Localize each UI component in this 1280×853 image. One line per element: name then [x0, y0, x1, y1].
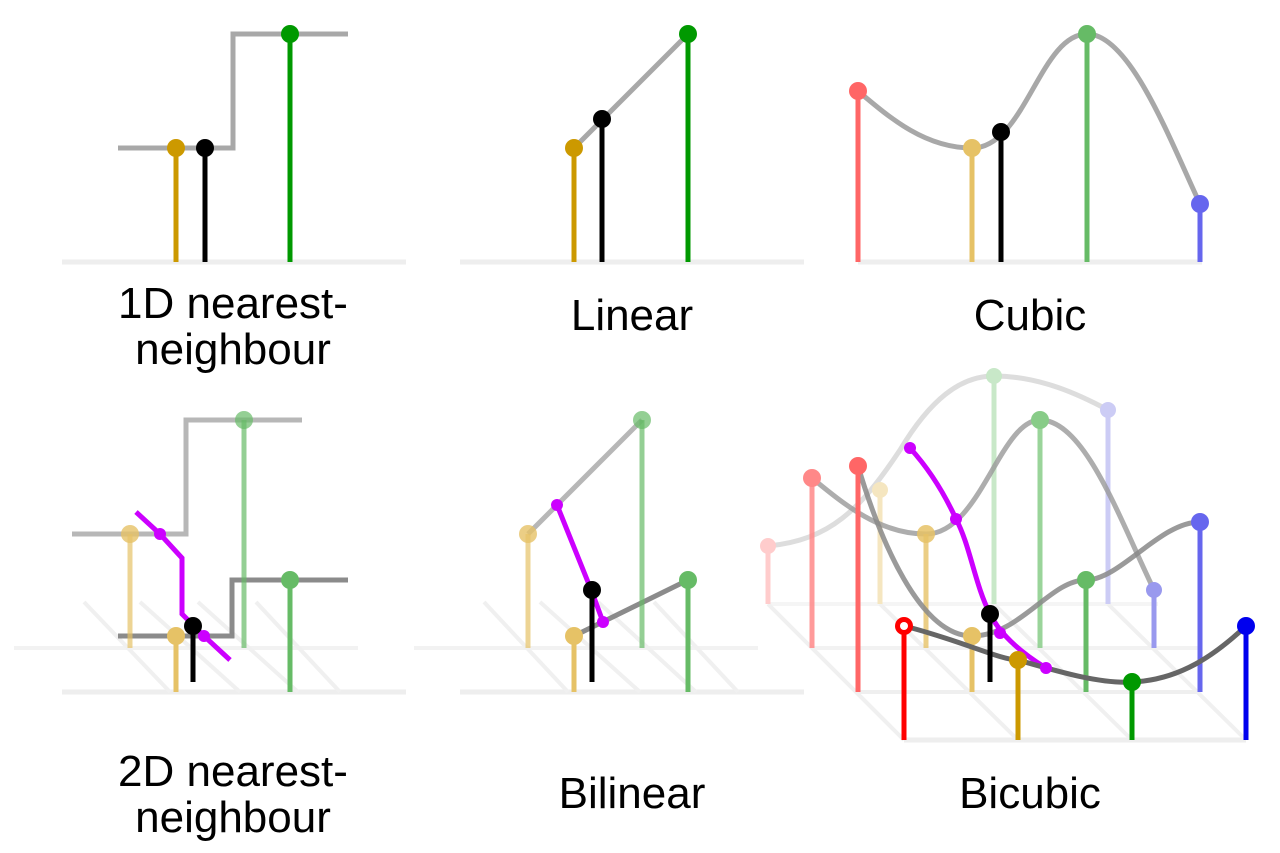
path-point-purple — [597, 616, 609, 628]
panel-title-cubic: Cubic — [974, 291, 1087, 340]
sample-point-green-front — [679, 571, 697, 589]
cubic-curve-row2 — [810, 417, 1157, 592]
grid-line — [254, 600, 342, 694]
panel-linear: Linear — [460, 25, 804, 340]
interpolated-point-black — [593, 110, 611, 128]
interpolated-point-black — [583, 581, 601, 599]
path-point-purple — [154, 528, 166, 540]
path-point-purple — [950, 513, 962, 525]
grid-line — [196, 600, 300, 694]
panel-bicubic: Bicubic — [760, 368, 1255, 818]
sample-point-green-row4 — [1123, 673, 1141, 691]
cubic-curve-row3 — [855, 465, 1201, 639]
sample-point-orange-back — [519, 525, 537, 543]
sample-point-green-row1 — [986, 368, 1002, 384]
interpolated-point-black — [992, 123, 1010, 141]
sample-point-orange-row2 — [917, 525, 935, 543]
sample-point-red — [849, 82, 867, 100]
path-point-purple — [1040, 662, 1052, 674]
cubic-curve-row1 — [767, 373, 1110, 549]
path-point-purple — [198, 630, 210, 642]
sample-point-red-row2 — [803, 469, 821, 487]
panel-cubic: Cubic — [849, 25, 1209, 340]
panel-title-nn1d-line2: neighbour — [135, 325, 331, 374]
sample-point-blue-row2 — [1146, 582, 1162, 598]
interpolated-point-black — [184, 617, 202, 635]
sample-point-orange-back — [121, 525, 139, 543]
panel-title-bicubic: Bicubic — [959, 769, 1101, 818]
panel-title-linear: Linear — [571, 291, 693, 340]
sample-point-blue-row3 — [1191, 513, 1209, 531]
sample-point-blue — [1191, 195, 1209, 213]
panel-bilinear: Bilinear — [414, 411, 804, 818]
sample-point-green-front — [281, 571, 299, 589]
sample-point-red-row4-inner — [900, 622, 908, 630]
sample-point-green — [679, 25, 697, 43]
panel-title-nn1d-line1: 1D nearest- — [118, 279, 348, 328]
panel-nn2d: 2D nearest- neighbour — [14, 411, 406, 842]
panel-nn1d: 1D nearest- neighbour — [62, 25, 406, 374]
sample-point-green-row3 — [1077, 571, 1095, 589]
interpolation-path-purple — [554, 504, 606, 623]
sample-point-blue-row1 — [1100, 402, 1116, 418]
sample-point-orange-row3 — [963, 627, 981, 645]
step-curve-front — [118, 577, 348, 639]
sample-point-orange — [167, 139, 185, 157]
path-point-purple — [904, 442, 916, 454]
interpolation-path-purple — [908, 446, 1048, 671]
cubic-curve-row4 — [903, 623, 1248, 685]
sample-point-red-row3 — [849, 457, 867, 475]
path-point-purple — [994, 627, 1006, 639]
sample-point-blue-row4 — [1237, 617, 1255, 635]
sample-point-orange-front — [565, 627, 583, 645]
linear-curve-back — [526, 418, 644, 536]
panel-title-nn2d-line1: 2D nearest- — [118, 747, 348, 796]
sample-point-green — [1078, 25, 1096, 43]
step-curve — [118, 31, 348, 151]
step-curve-back — [72, 417, 302, 537]
interpolated-point-black — [981, 605, 999, 623]
grid-line — [82, 600, 172, 694]
sample-point-orange-front — [167, 627, 185, 645]
sample-point-green-back — [235, 411, 253, 429]
grid-line — [652, 600, 740, 694]
sample-point-orange — [963, 139, 981, 157]
grid-line — [766, 602, 906, 742]
sample-point-orange — [565, 139, 583, 157]
interpolated-point-black — [196, 139, 214, 157]
sample-point-green — [281, 25, 299, 43]
grid-line — [138, 600, 242, 694]
panel-title-nn2d-line2: neighbour — [135, 793, 331, 842]
sample-point-orange-row1 — [872, 482, 888, 498]
path-point-purple — [551, 499, 563, 511]
sample-point-green-row2 — [1031, 411, 1049, 429]
sample-point-red-row1 — [760, 538, 776, 554]
sample-point-green-back — [633, 411, 651, 429]
cubic-curve — [856, 31, 1203, 206]
sample-point-orange-row4 — [1009, 651, 1027, 669]
panel-title-bilinear: Bilinear — [559, 769, 706, 818]
linear-curve — [572, 32, 690, 150]
